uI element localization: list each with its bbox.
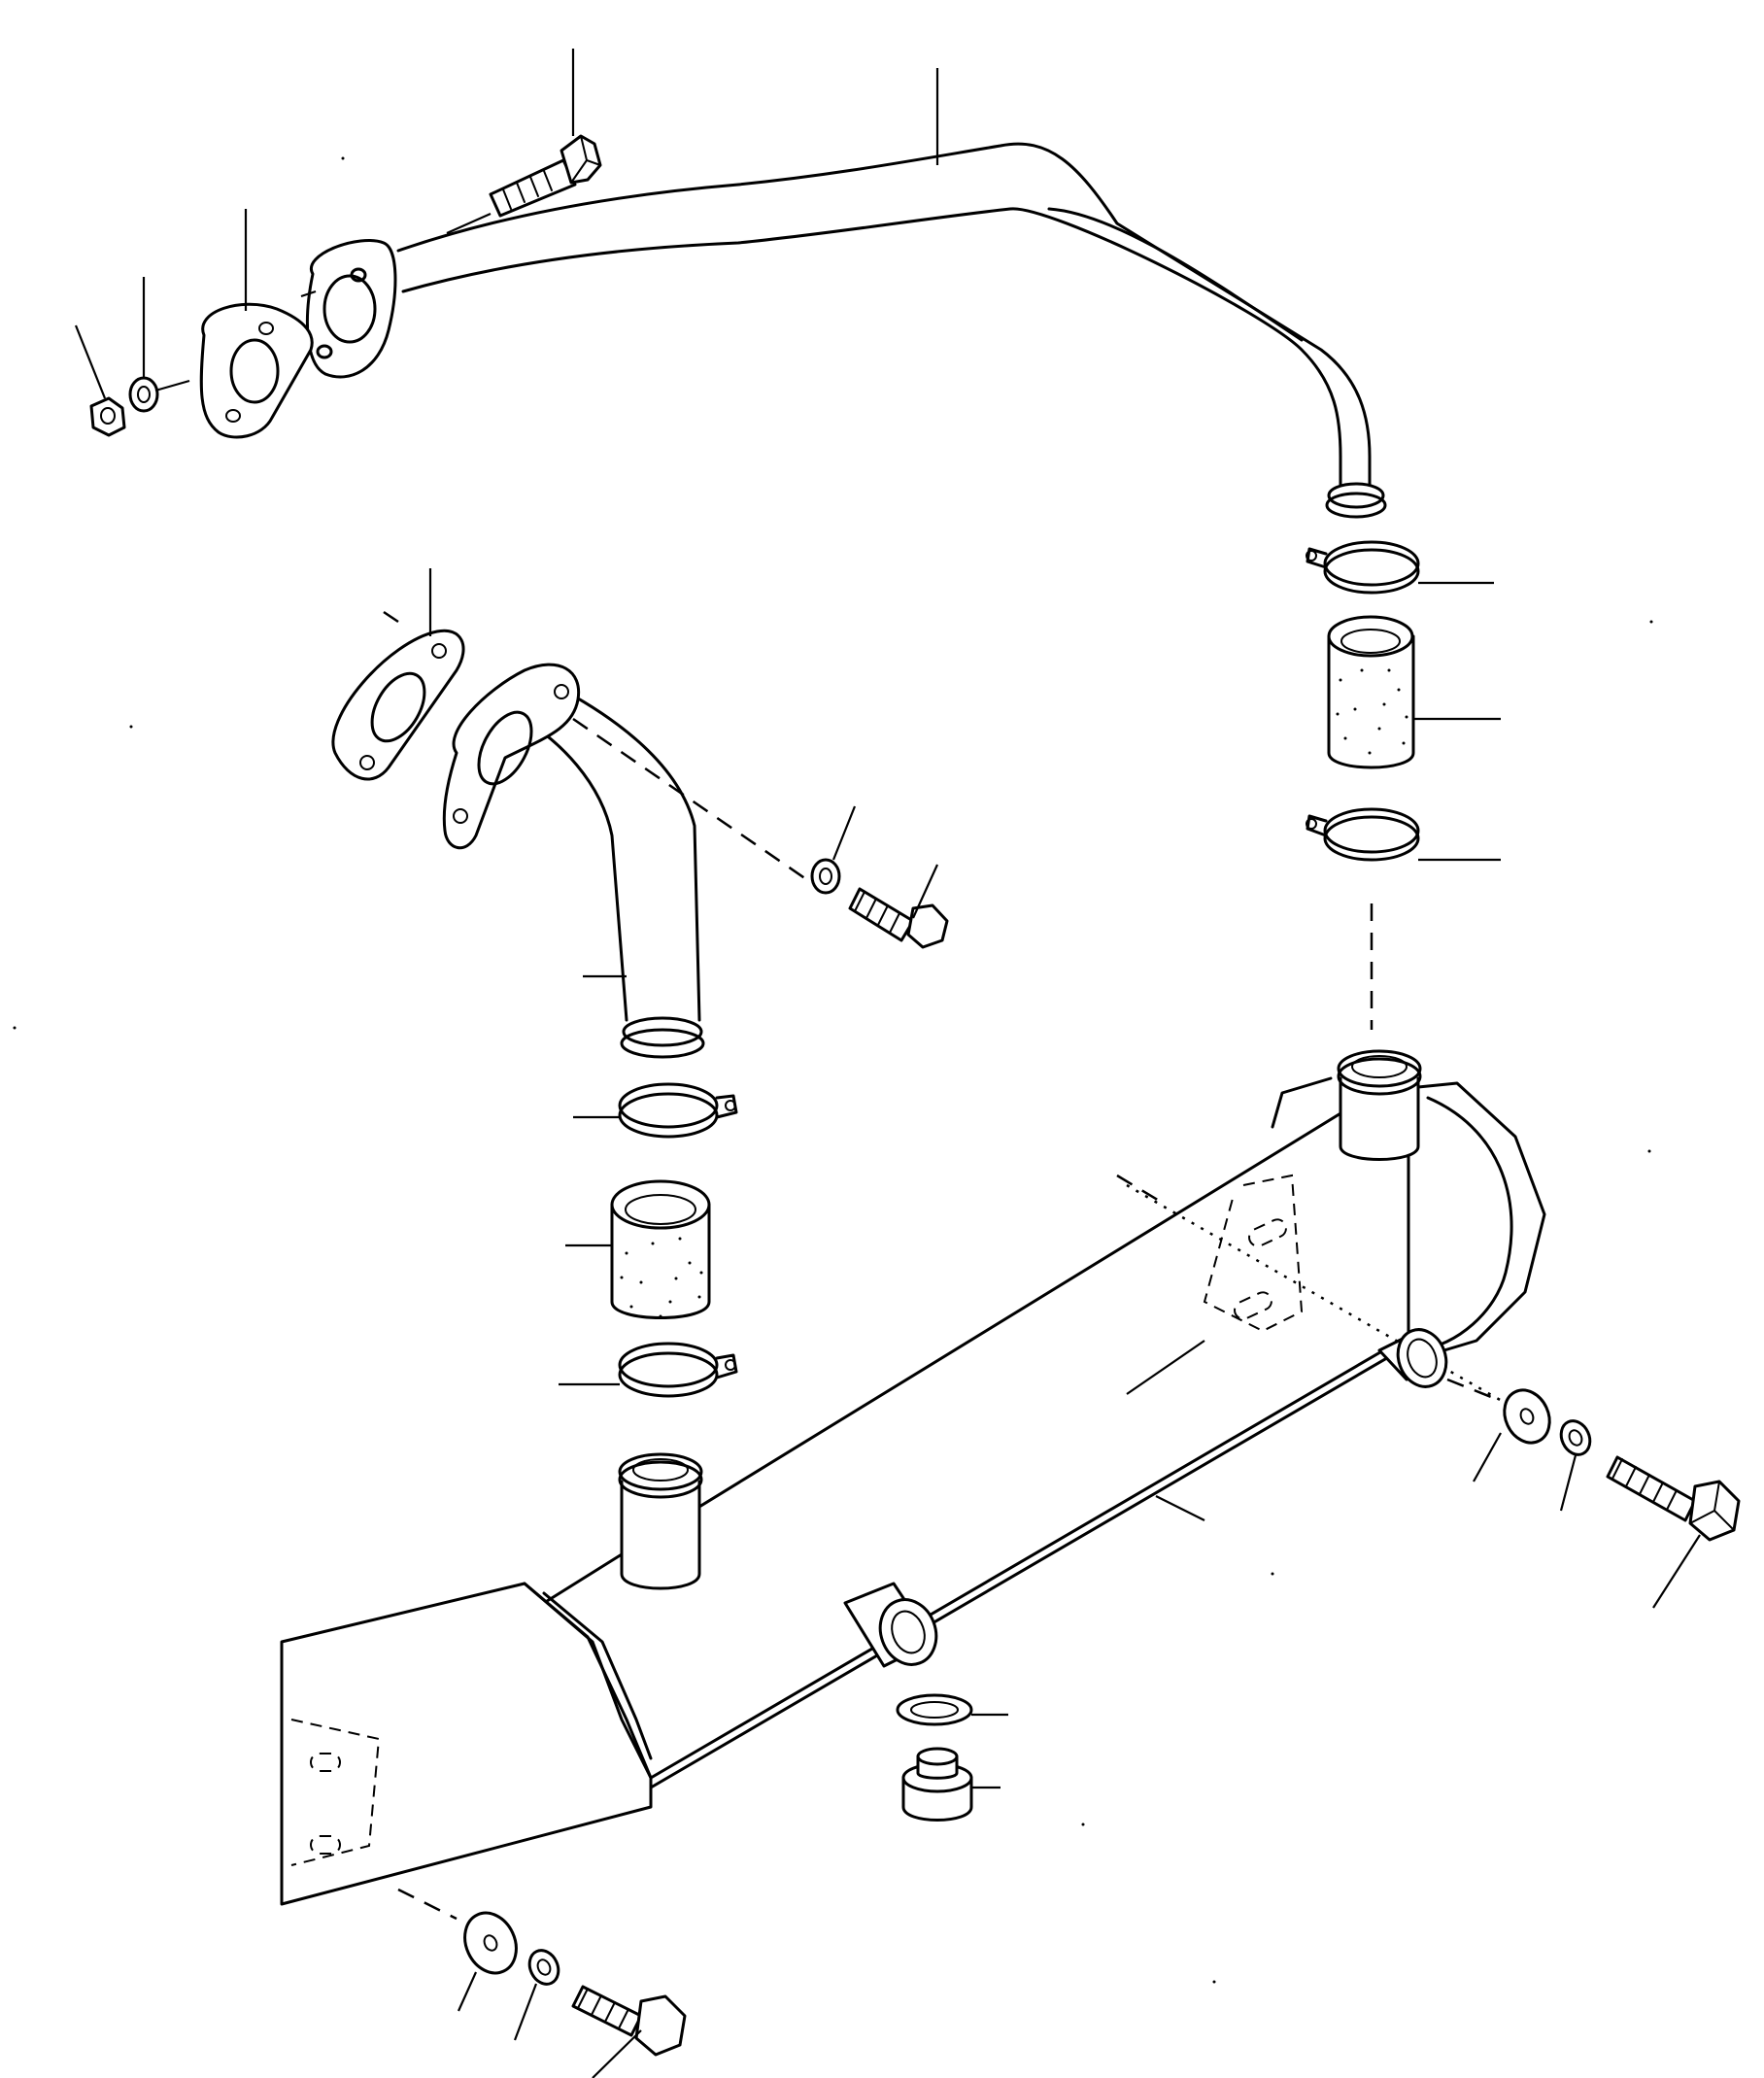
hose-right [1327, 615, 1415, 769]
hose-clamp-left-bottom [618, 1342, 738, 1398]
hose-clamp-right-top [1306, 540, 1420, 595]
gasket-lower [331, 629, 465, 781]
port-right-top [1337, 1049, 1422, 1161]
hose-clamp-left-top [618, 1082, 738, 1139]
bolt-lower [848, 887, 949, 949]
lower-elbow-tube [442, 663, 705, 1059]
scan-specks [13, 156, 1653, 1984]
bolt-upper [489, 134, 602, 218]
washer-lock-bottom [527, 1949, 560, 1986]
drain-plug [901, 1747, 973, 1822]
port-left-top [618, 1452, 703, 1590]
upper-tube [305, 142, 1387, 519]
washer-lower [810, 858, 841, 895]
port-bottom [843, 1582, 938, 1668]
leader-lines [74, 49, 1701, 2078]
gasket-upper [199, 302, 314, 439]
washer-flat-right [1503, 1388, 1551, 1445]
hose-left-stipple [620, 1237, 703, 1318]
port-side-right [1377, 1328, 1448, 1388]
bolt-bottom [571, 1985, 687, 2057]
washer-lock-right [1559, 1419, 1592, 1456]
washer-upper-left [128, 376, 159, 413]
nut-upper-left [89, 396, 126, 437]
hose-right-stipple [1336, 668, 1408, 755]
hose-left [610, 1179, 711, 1319]
cooler-body [280, 1076, 1546, 1906]
hose-clamp-right-bottom [1306, 807, 1420, 862]
washer-drain [896, 1693, 973, 1726]
washer-flat-bottom [463, 1911, 518, 1975]
bolt-right [1606, 1455, 1741, 1542]
